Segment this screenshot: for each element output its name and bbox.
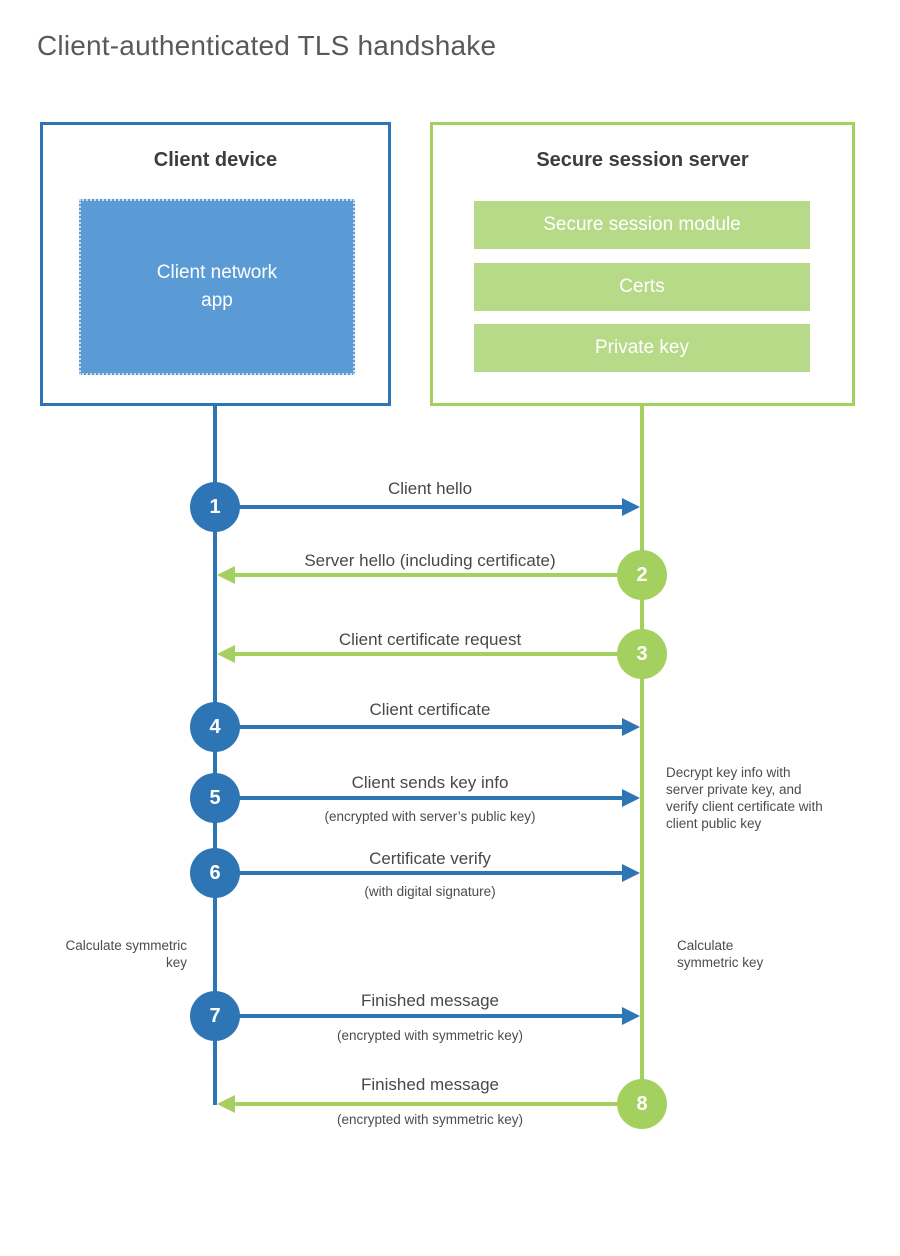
step-1-label: Client hello: [387, 479, 473, 498]
step-3-label: Client certificate request: [338, 630, 522, 649]
client-device-title: Client device: [153, 149, 278, 171]
certs-bar: Certs: [474, 263, 810, 311]
step-2-label: Server hello (including certificate): [304, 551, 556, 570]
step-6-sublabel: (with digital signature): [364, 884, 496, 899]
step-8-badge: 8: [617, 1079, 667, 1129]
arrow-right-icon: [622, 718, 640, 736]
step-6-badge: 6: [190, 848, 240, 898]
step-7-arrow-shaft: [215, 1014, 624, 1018]
secure-session-server-title: Secure session server: [536, 149, 749, 171]
client-network-app-box: Client network app: [79, 199, 355, 375]
client-device-box: Client device Client network app: [40, 122, 391, 406]
arrow-left-icon: [217, 566, 235, 584]
step-1-arrow-shaft: [215, 505, 624, 509]
step-4-arrow-shaft: [215, 725, 624, 729]
step-6-arrow-shaft: [215, 871, 624, 875]
decrypt-key-info-note: Decrypt key info with server private key…: [666, 765, 823, 831]
arrow-right-icon: [622, 789, 640, 807]
secure-session-server-box: Secure session server Secure session mod…: [430, 122, 855, 406]
step-7-label: Finished message: [361, 991, 499, 1010]
arrow-right-icon: [622, 864, 640, 882]
client-lifeline: [213, 405, 217, 1105]
step-4-label: Client certificate: [369, 700, 491, 719]
client-network-app-label: Client network app: [156, 262, 278, 311]
step-5-badge: 5: [190, 773, 240, 823]
page-title: Client-authenticated TLS handshake: [37, 30, 497, 61]
step-5-sublabel: (encrypted with server’s public key): [324, 809, 536, 824]
step-3-arrow-shaft: [233, 652, 642, 656]
server-lifeline: [640, 405, 644, 1129]
calculate-symmetric-key-note-client: Calculate symmetric key: [65, 938, 187, 970]
step-6-label: Certificate verify: [369, 849, 491, 868]
step-7-sublabel: (encrypted with symmetric key): [336, 1028, 524, 1043]
secure-session-module-bar: Secure session module: [474, 201, 810, 249]
step-8-arrow-shaft: [233, 1102, 642, 1106]
private-key-bar: Private key: [474, 324, 810, 372]
step-5-label: Client sends key info: [351, 773, 509, 792]
step-4-badge: 4: [190, 702, 240, 752]
step-2-badge: 2: [617, 550, 667, 600]
arrow-left-icon: [217, 1095, 235, 1113]
step-8-sublabel: (encrypted with symmetric key): [336, 1112, 524, 1127]
step-3-badge: 3: [617, 629, 667, 679]
arrow-right-icon: [622, 498, 640, 516]
arrow-left-icon: [217, 645, 235, 663]
step-7-badge: 7: [190, 991, 240, 1041]
step-5-arrow-shaft: [215, 796, 624, 800]
arrow-right-icon: [622, 1007, 640, 1025]
step-8-label: Finished message: [361, 1075, 499, 1094]
step-1-badge: 1: [190, 482, 240, 532]
calculate-symmetric-key-note-server: Calculate symmetric key: [677, 938, 764, 970]
step-2-arrow-shaft: [233, 573, 642, 577]
